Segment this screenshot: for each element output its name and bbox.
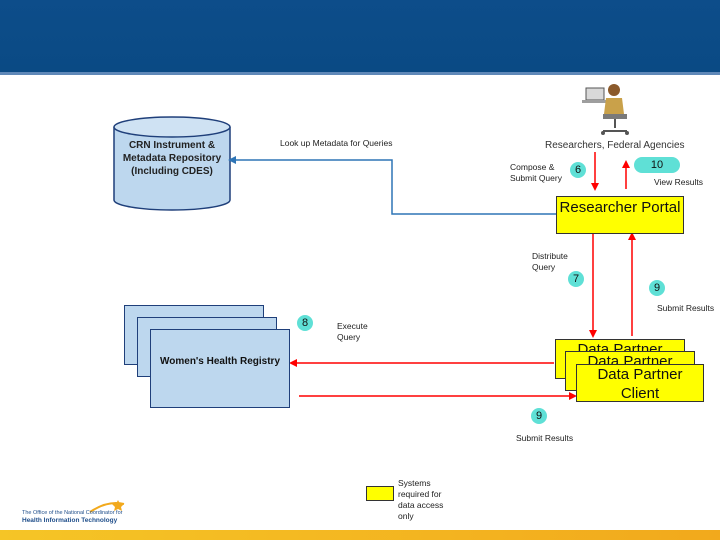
submit-results-right-label: Submit Results — [657, 303, 715, 313]
view-results-label: View Results — [654, 177, 703, 187]
registry-box-front: Women's Health Registry — [150, 329, 290, 408]
step-7-badge: 7 — [568, 271, 584, 287]
repository-cylinder — [113, 116, 231, 211]
logo-line-1: The Office of the National Coordinator f… — [22, 510, 123, 516]
registry-label: Women's Health Registry — [160, 356, 280, 367]
execute-label: Execute Query — [337, 321, 368, 342]
legend-label: Systems required for data access only — [398, 478, 444, 521]
lookup-label: Look up Metadata for Queries — [280, 138, 393, 148]
step-9-right-badge: 9 — [649, 280, 665, 296]
distribute-label: Distribute Query — [532, 251, 568, 272]
compose-label: Compose & Submit Query — [510, 162, 562, 183]
researchers-label: Researchers, Federal Agencies — [545, 140, 685, 151]
title-banner — [0, 0, 720, 75]
step-9-bottom-badge: 9 — [531, 408, 547, 424]
step-10-badge: 10 — [634, 157, 680, 173]
data-partner-client-box: Data Partner Client — [576, 364, 704, 402]
onc-logo-icon — [89, 500, 125, 513]
step-6-badge: 6 — [570, 162, 586, 178]
step-8-badge: 8 — [297, 315, 313, 331]
logo-line-2: Health Information Technology — [22, 517, 118, 524]
repository-label: CRN Instrument & Metadata Repository (In… — [122, 140, 222, 177]
lookup-arrow — [228, 156, 556, 215]
submit-results-bottom-label: Submit Results — [516, 433, 574, 443]
researcher-portal-box: Researcher Portal — [556, 196, 684, 234]
legend-swatch — [366, 486, 394, 501]
researcher-icon — [582, 84, 629, 135]
footer-bar — [0, 530, 720, 540]
